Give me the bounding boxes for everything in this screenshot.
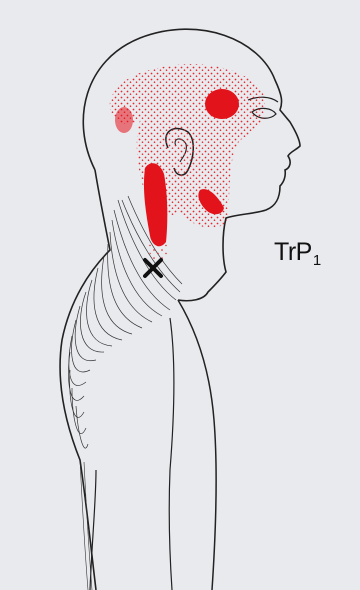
trigger-point-label: TrP1 <box>274 238 321 267</box>
arm-outline <box>178 300 216 590</box>
referred-pain-spillover <box>110 64 265 261</box>
back-outline <box>60 170 110 590</box>
trigger-point-label-subscript: 1 <box>313 252 321 269</box>
trigger-point-label-text: TrP <box>274 238 312 266</box>
